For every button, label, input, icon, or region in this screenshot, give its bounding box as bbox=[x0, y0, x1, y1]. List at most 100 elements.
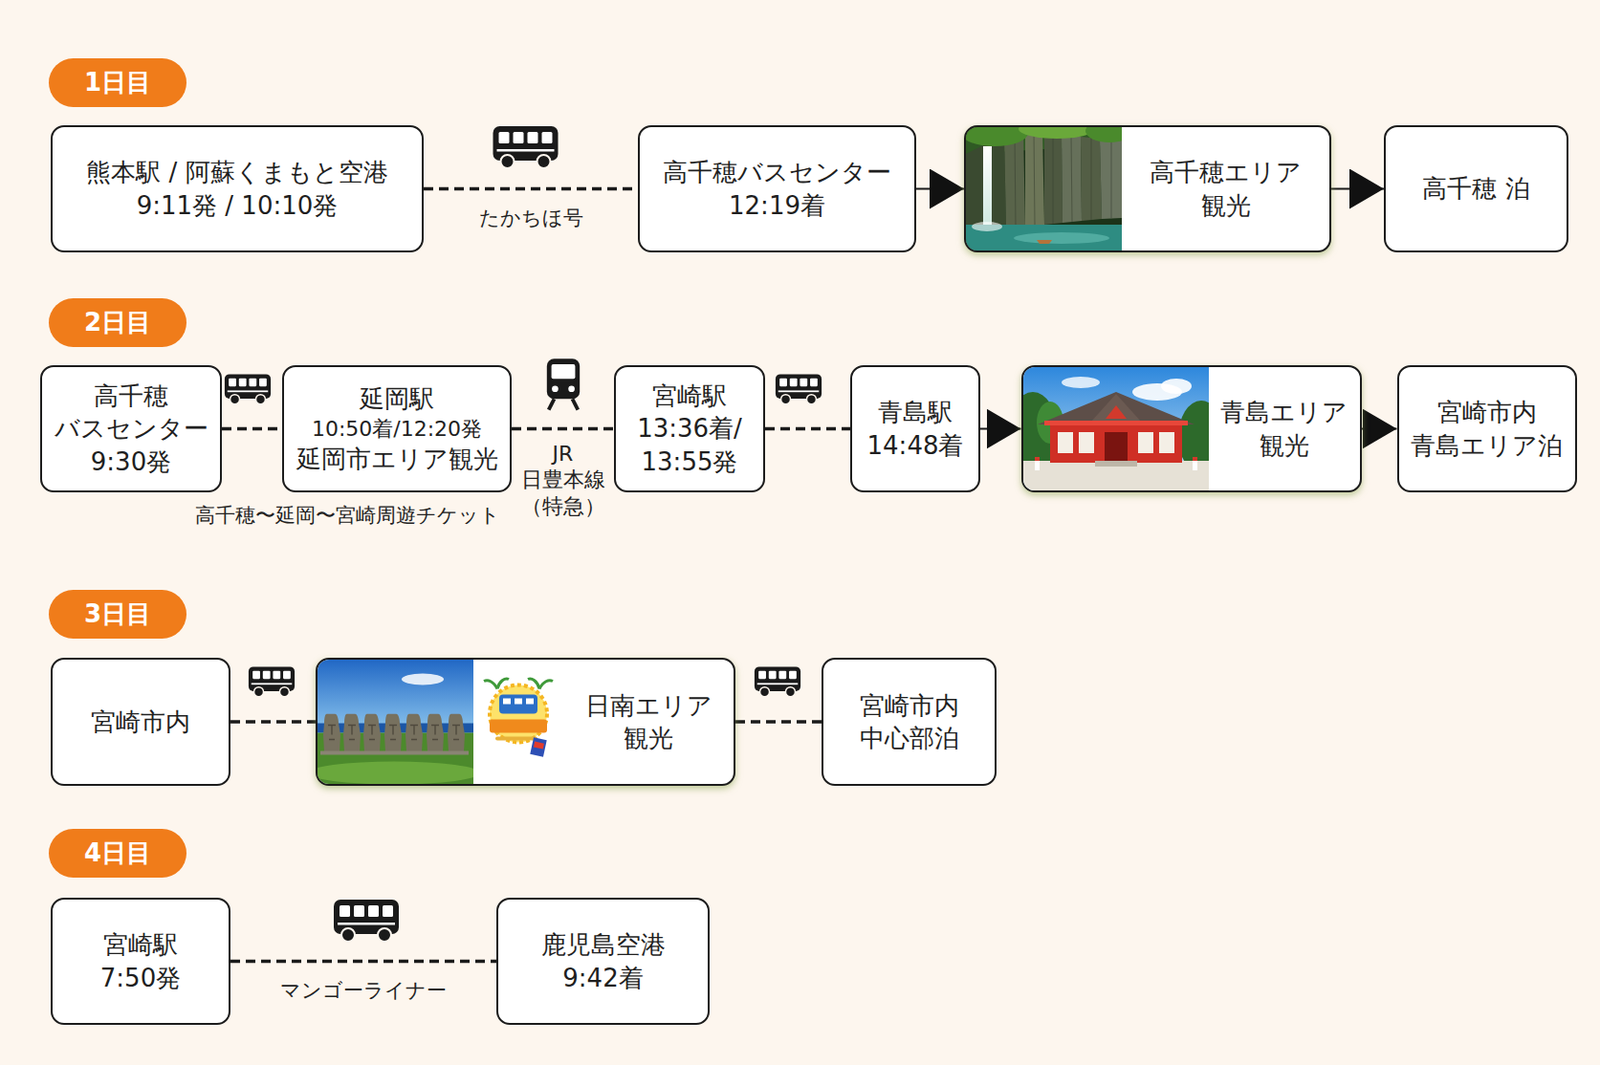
flow-arrow bbox=[916, 188, 965, 191]
stop-box: 青島駅14:48着 bbox=[850, 365, 981, 493]
stop-box: 宮崎駅7:50発 bbox=[50, 898, 231, 1026]
text-area: 3日目 bbox=[48, 590, 187, 639]
shrine-photo-part bbox=[1138, 432, 1154, 454]
stop-box: 宮崎市内 青島エリア泊 bbox=[1397, 365, 1578, 493]
shrine-photo-part bbox=[1104, 432, 1128, 463]
moai-photo-and-logo-part bbox=[447, 714, 465, 753]
moai-photo-and-logo-part bbox=[401, 674, 444, 686]
node-text: 宮崎市内 青島エリア泊 bbox=[1410, 395, 1563, 462]
moai-photo-and-logo-part bbox=[499, 695, 538, 715]
node-text: 13:36着/ 13:55発 bbox=[636, 412, 743, 479]
moai-photo-and-logo-part bbox=[514, 699, 523, 705]
shrine-photo-part bbox=[1037, 392, 1195, 425]
text-area: 高千穂 泊 bbox=[1385, 127, 1567, 251]
bus-icon bbox=[775, 373, 822, 404]
day-badge: 4日目 bbox=[48, 829, 187, 878]
shrine-photo-part bbox=[1105, 405, 1127, 419]
node-text: 4日目 bbox=[84, 836, 152, 870]
text-area: 高千穂 バスセンター9:30発 bbox=[42, 367, 220, 491]
node-text: 宮崎駅 bbox=[103, 928, 178, 962]
sightseeing-box: 高千穂エリア 観光 bbox=[964, 125, 1332, 253]
gorge-photo-part bbox=[1013, 232, 1110, 244]
gorge-photo-part-part bbox=[1033, 132, 1035, 225]
gorge-photo-part-part bbox=[1052, 132, 1054, 224]
sightseeing-box: 日南エリア 観光 bbox=[315, 657, 736, 787]
gorge-photo-part bbox=[965, 134, 1007, 231]
moai-photo-and-logo-part bbox=[495, 737, 538, 742]
transit-line bbox=[221, 427, 283, 432]
text-area: 高千穂エリア 観光 bbox=[965, 127, 1330, 251]
moai-photo-and-logo-part bbox=[526, 699, 534, 705]
stop-box: 鹿児島空港9:42着 bbox=[496, 898, 710, 1026]
moai-photo-and-logo-part bbox=[317, 762, 481, 786]
node-text: 1日目 bbox=[84, 65, 152, 99]
node-text: 宮崎市内 bbox=[90, 705, 191, 739]
bus-icon bbox=[493, 126, 559, 169]
gorge-photo-part-part bbox=[1111, 137, 1113, 219]
shrine-photo-part bbox=[1159, 432, 1175, 454]
moai-photo-and-logo-part bbox=[405, 714, 423, 753]
shrine-photo-part bbox=[1034, 457, 1040, 461]
node-text: 10:50着/12:20発 bbox=[311, 415, 483, 443]
ticket-note: 高千穂〜延岡〜宮崎周遊チケット bbox=[192, 503, 504, 528]
moai-photo-and-logo-part bbox=[343, 714, 361, 753]
node-text: 宮崎市内 中心部泊 bbox=[859, 689, 960, 756]
bus-icon bbox=[754, 666, 801, 697]
gorge-photo-part bbox=[983, 146, 992, 228]
text-area: 高千穂バスセンター12:19着 bbox=[639, 127, 915, 251]
text-area: 4日目 bbox=[48, 829, 187, 878]
node-text: 9:42着 bbox=[562, 962, 643, 995]
stop-box: 宮崎駅13:36着/ 13:55発 bbox=[613, 365, 766, 493]
node-text: 青島駅 bbox=[877, 395, 953, 429]
text-area: 宮崎市内 青島エリア泊 bbox=[1399, 367, 1576, 491]
node-text: 7:50発 bbox=[100, 962, 181, 995]
stop-box: 宮崎市内 中心部泊 bbox=[821, 657, 997, 787]
text-area: 鹿児島空港9:42着 bbox=[498, 899, 708, 1024]
node-text: 熊本駅 / 阿蘇くまもと空港 bbox=[86, 155, 388, 189]
node-text: 日南エリア 観光 bbox=[585, 689, 713, 756]
node-text: 高千穂エリア 観光 bbox=[1149, 155, 1302, 222]
node-text: 鹿児島空港 bbox=[541, 928, 666, 962]
route-name: マンゴーライナー bbox=[277, 978, 450, 1004]
shrine-photo-part bbox=[1044, 420, 1188, 426]
transit-line bbox=[423, 187, 638, 192]
text-area: 宮崎市内 中心部泊 bbox=[823, 659, 995, 785]
gorge-photo-part-part bbox=[1091, 137, 1093, 220]
route-name: たかちほ号 bbox=[476, 205, 587, 231]
flow-arrow bbox=[1331, 188, 1384, 191]
node-text: 9:30発 bbox=[90, 445, 172, 479]
transit-line bbox=[735, 720, 822, 724]
text-area: 熊本駅 / 阿蘇くまもと空港9:11発 / 10:10発 bbox=[52, 127, 422, 251]
moai-photo-and-logo-part bbox=[503, 699, 511, 705]
shrine-photo-part bbox=[1090, 394, 1142, 423]
moai-photo-and-logo-part bbox=[527, 679, 553, 690]
moai-photo-and-logo-part bbox=[384, 714, 402, 753]
bus-icon bbox=[248, 666, 295, 697]
text-area: 1日目 bbox=[48, 58, 187, 108]
bus-icon bbox=[333, 899, 399, 943]
gorge-photo-part bbox=[1085, 127, 1122, 143]
bus-icon bbox=[224, 373, 271, 404]
stop-box: 高千穂バスセンター12:19着 bbox=[637, 125, 917, 253]
node-text: 高千穂バスセンター bbox=[662, 155, 892, 189]
text-area: 青島エリア 観光 bbox=[1023, 367, 1360, 491]
gorge-photo-part bbox=[1036, 240, 1053, 244]
route-name: JR 日豊本線 （特急） bbox=[518, 440, 609, 521]
moai-photo-and-logo-part bbox=[529, 737, 547, 758]
shrine-photo-part bbox=[1023, 460, 1209, 491]
shrine-photo-part bbox=[1192, 457, 1198, 461]
node-text: 12:19着 bbox=[728, 189, 826, 222]
gorge-photo-part bbox=[1044, 131, 1063, 225]
moai-photo-and-logo bbox=[317, 659, 564, 785]
node-text: 延岡市エリア観光 bbox=[296, 442, 499, 476]
text-area: 2日目 bbox=[48, 298, 187, 348]
day-badge: 3日目 bbox=[48, 590, 187, 639]
shrine-photo-part bbox=[1192, 457, 1198, 471]
text-area: 宮崎駅7:50発 bbox=[52, 899, 229, 1024]
shrine-photo-part bbox=[1023, 367, 1209, 491]
flow-arrow bbox=[1361, 428, 1398, 431]
transit-line bbox=[230, 720, 316, 724]
stop-box: 宮崎市内 bbox=[50, 657, 231, 787]
shrine-photo-part bbox=[1050, 422, 1183, 463]
shrine-photo-part bbox=[1061, 376, 1100, 389]
